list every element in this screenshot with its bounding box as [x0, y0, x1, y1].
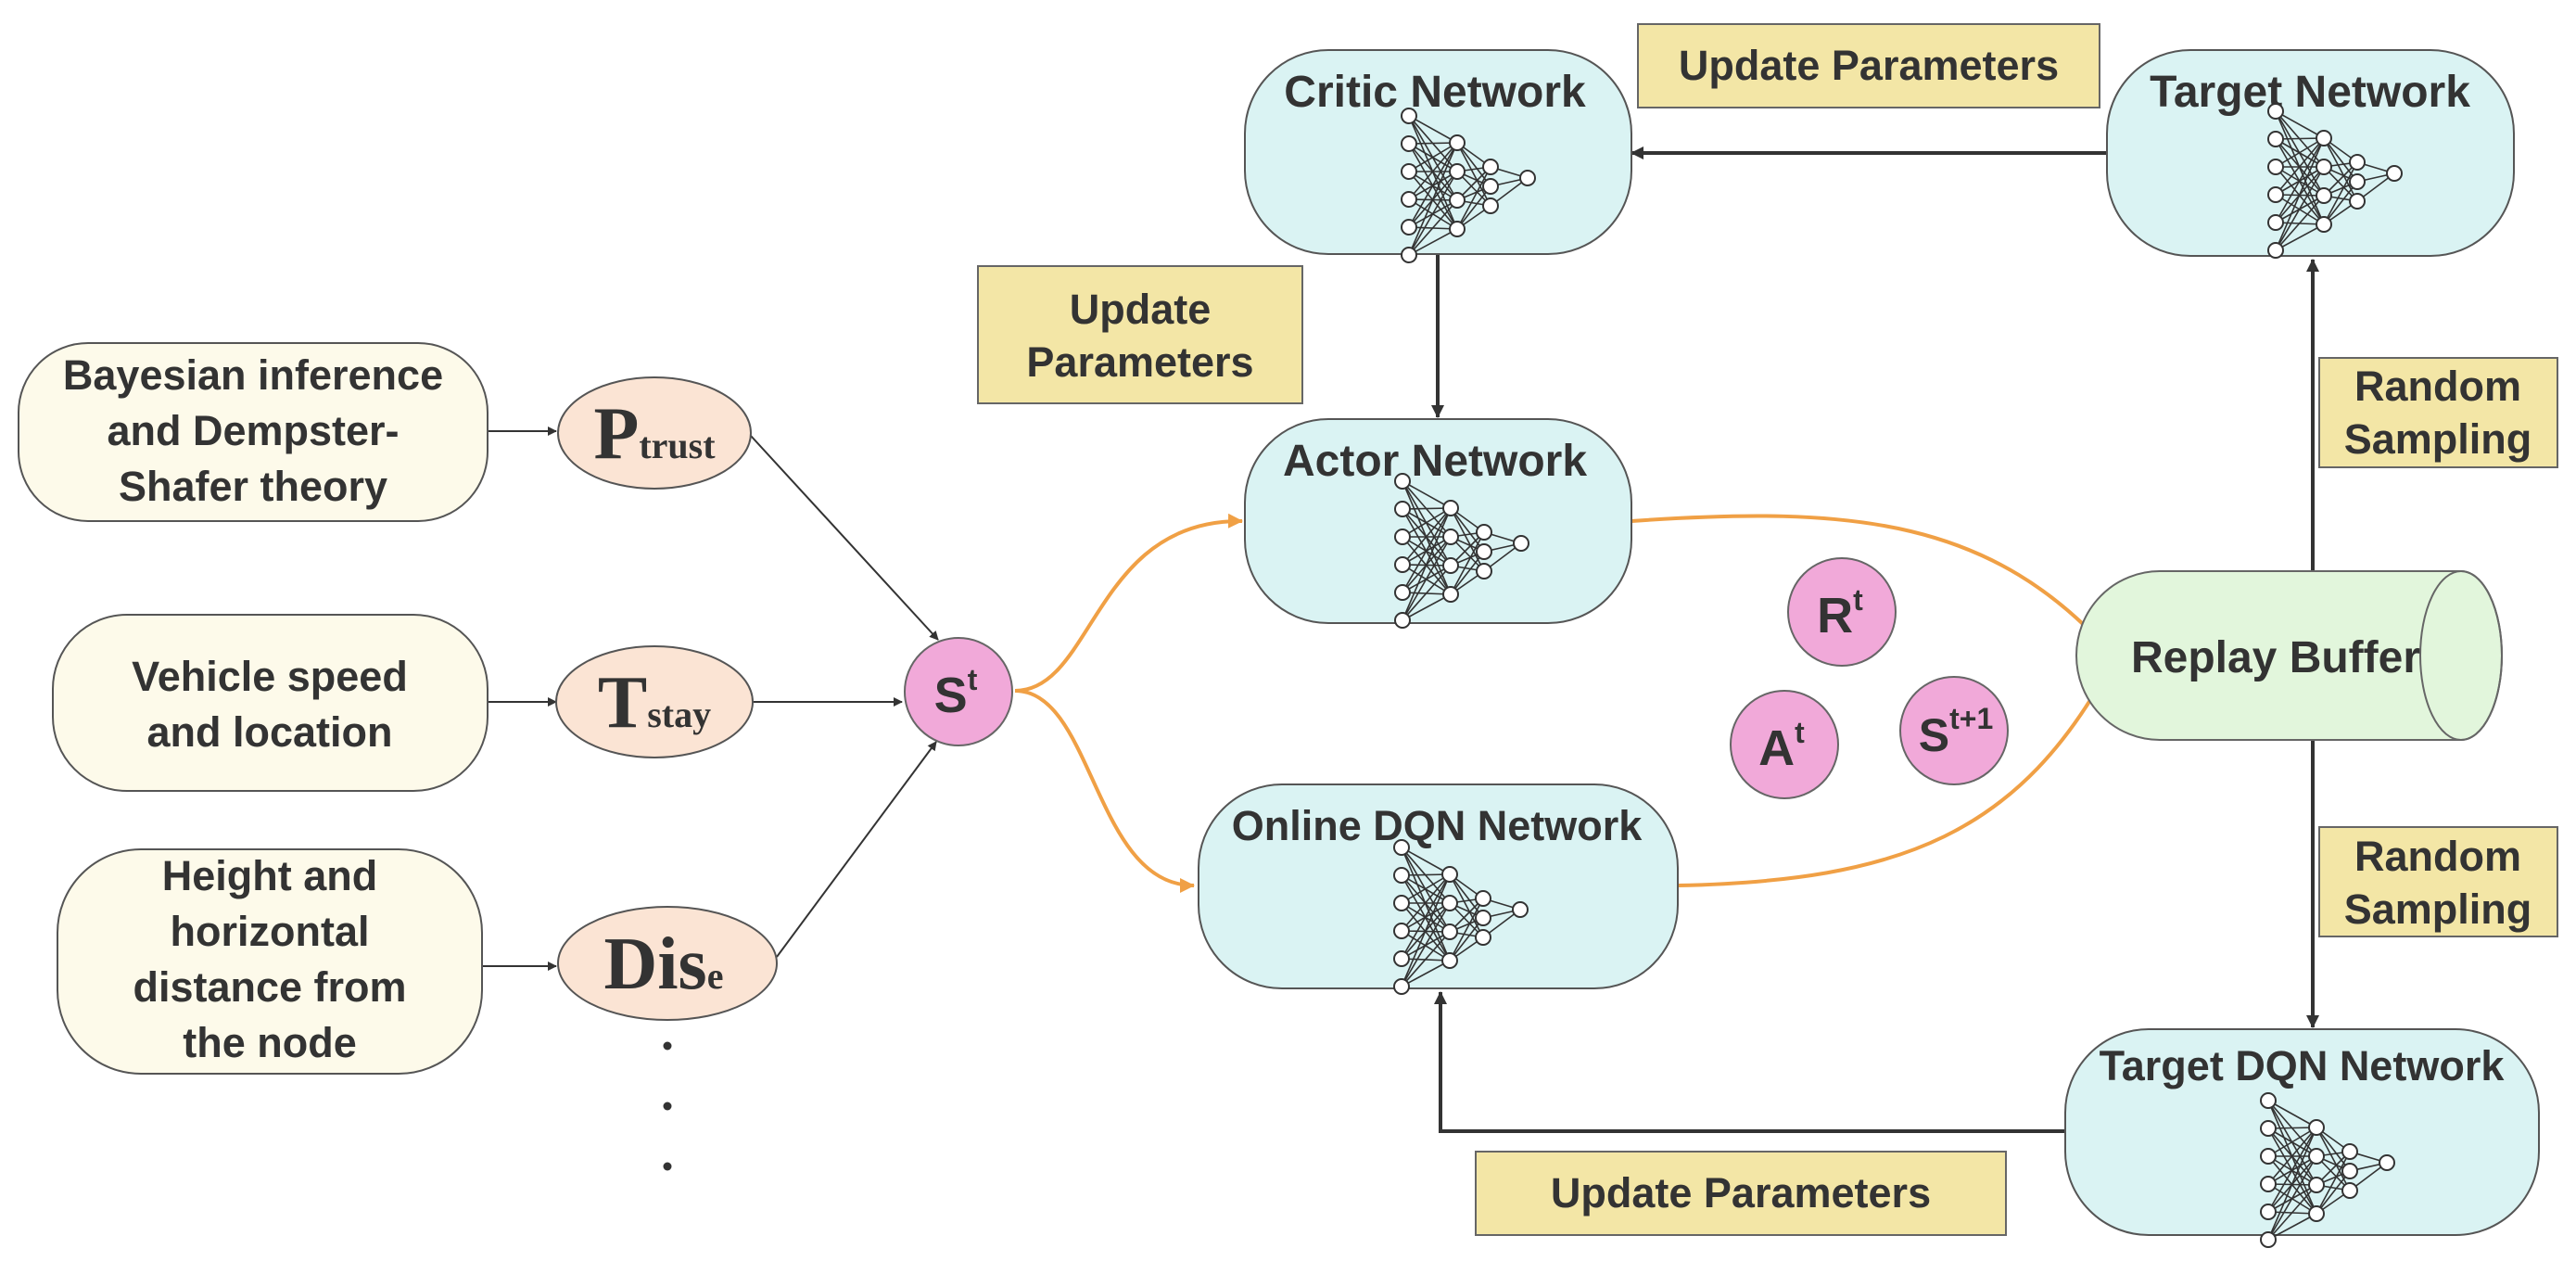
replay-buffer-label: Replay Buffer — [2131, 633, 2420, 682]
next-state-base: S — [1919, 709, 1949, 761]
input-vehicle-line-1: Vehicle speed — [132, 653, 408, 700]
action-base: A — [1758, 720, 1795, 776]
arrow-actor-to-buffer — [1631, 514, 2115, 657]
tstay-sub: stay — [647, 694, 711, 735]
update-params-left: Update Parameters — [977, 265, 1303, 404]
input-height-line-1: Height and — [162, 852, 378, 899]
random-sampling-upper: Random Sampling — [2318, 357, 2558, 468]
neural-net-icon — [2267, 103, 2403, 259]
random-sampling-upper-line-2: Sampling — [2344, 415, 2532, 463]
neural-net-icon — [1401, 108, 1536, 263]
dise-base: Dis — [604, 923, 707, 1005]
neural-net-icon — [1393, 839, 1529, 995]
svg-text:St: St — [934, 663, 978, 723]
svg-text:At: At — [1758, 716, 1805, 776]
feature-dise: Dise — [557, 906, 778, 1021]
random-sampling-upper-line-1: Random — [2354, 363, 2521, 410]
next-state-circle: St+1 — [1899, 676, 2009, 785]
feature-ptrust: Ptrust — [557, 376, 752, 490]
input-bayesian-line-1: Bayesian inference — [63, 351, 443, 399]
arrow-dise-to-state — [776, 741, 937, 958]
online-dqn-network: Online DQN Network — [1198, 783, 1679, 995]
input-height-line-4: the node — [183, 1019, 357, 1066]
reward-base: R — [1817, 588, 1853, 643]
neural-net-icon — [1394, 473, 1529, 629]
svg-text:Ptrust: Ptrust — [593, 393, 716, 475]
svg-text:Dise: Dise — [604, 923, 724, 1005]
target-network-label: Target Network — [2150, 68, 2470, 117]
neural-net-icon — [2260, 1092, 2395, 1248]
actor-network-label: Actor Network — [1283, 437, 1587, 486]
svg-text:St+1: St+1 — [1919, 702, 1994, 761]
input-bayesian-line-3: Shafer theory — [119, 463, 387, 510]
update-params-top-label: Update Parameters — [1679, 42, 2059, 89]
online-dqn-network-label: Online DQN Network — [1232, 802, 1643, 849]
action-sup: t — [1795, 716, 1805, 749]
feature-tstay: Tstay — [555, 645, 754, 758]
ptrust-base: P — [593, 393, 639, 475]
target-dqn-network: Target DQN Network — [2064, 1028, 2540, 1248]
input-height: Height and horizontal distance from the … — [57, 848, 483, 1075]
actor-network: Actor Network — [1244, 418, 1632, 629]
input-vehicle: Vehicle speed and location — [52, 614, 489, 792]
arrow-target-dqn-to-online — [1434, 991, 2065, 1133]
connector-arrows — [482, 146, 2319, 1133]
ptrust-sub: trust — [639, 425, 716, 466]
state-sup: t — [968, 663, 978, 696]
dise-sub: e — [707, 955, 724, 997]
update-params-left-line-1: Update — [1070, 286, 1212, 333]
action-circle: At — [1730, 690, 1839, 799]
critic-network: Critic Network — [1244, 49, 1632, 263]
reward-circle: Rt — [1787, 557, 1897, 667]
state-circle: St — [904, 637, 1013, 746]
update-params-left-line-2: Parameters — [1026, 338, 1253, 386]
arrow-state-to-actor — [1014, 513, 1243, 693]
target-network: Target Network — [2106, 49, 2515, 259]
next-state-sup: t+1 — [1949, 702, 1993, 735]
update-params-top: Update Parameters — [1637, 23, 2100, 108]
update-params-bottom: Update Parameters — [1475, 1151, 2007, 1236]
arrow-ptrust-to-state — [750, 435, 939, 641]
tstay-base: T — [598, 662, 647, 744]
svg-text:Rt: Rt — [1817, 583, 1863, 643]
input-bayesian: Bayesian inference and Dempster- Shafer … — [18, 342, 489, 522]
state-base: S — [934, 668, 968, 723]
critic-network-label: Critic Network — [1284, 68, 1586, 117]
input-height-line-2: horizontal — [171, 908, 370, 955]
arrow-state-to-online — [1014, 689, 1195, 893]
target-dqn-network-label: Target DQN Network — [2100, 1042, 2506, 1089]
replay-buffer: Replay Buffer — [2075, 570, 2503, 741]
input-vehicle-line-2: and location — [146, 708, 392, 756]
input-height-line-3: distance from — [133, 963, 406, 1011]
random-sampling-lower: Random Sampling — [2318, 826, 2558, 937]
svg-text:Tstay: Tstay — [598, 662, 711, 744]
update-params-bottom-label: Update Parameters — [1551, 1169, 1931, 1216]
random-sampling-lower-line-1: Random — [2354, 833, 2521, 880]
feature-ellipsis — [663, 1041, 672, 1171]
input-bayesian-line-2: and Dempster- — [107, 407, 399, 454]
reward-sup: t — [1853, 583, 1863, 617]
random-sampling-lower-line-2: Sampling — [2344, 885, 2532, 933]
arrow-online-to-buffer — [1677, 659, 2115, 887]
